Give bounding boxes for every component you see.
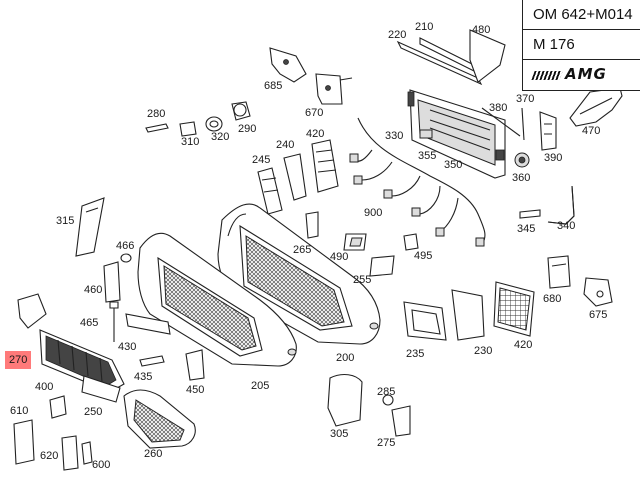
- callout-220[interactable]: 220: [388, 29, 407, 41]
- callout-245[interactable]: 245: [252, 154, 271, 166]
- callout-490[interactable]: 490: [330, 251, 349, 263]
- lower-cover-part[interactable]: [327, 373, 411, 437]
- callout-610[interactable]: 610: [10, 405, 29, 417]
- engine-code: OM 642+M014: [523, 0, 640, 30]
- callout-270-highlighted[interactable]: 270: [5, 351, 32, 369]
- wiring-harness-part[interactable]: [349, 117, 486, 247]
- left-trim-part[interactable]: [75, 197, 105, 257]
- callout-250[interactable]: 250: [84, 406, 103, 418]
- hose-part[interactable]: [519, 185, 575, 225]
- info-box: OM 642+M014 M 176 AMG: [522, 0, 640, 91]
- bumper-cover-part[interactable]: [217, 203, 381, 345]
- callout-350[interactable]: 350: [444, 159, 463, 171]
- callout-280[interactable]: 280: [147, 108, 166, 120]
- callout-235[interactable]: 235: [406, 348, 425, 360]
- reflector-part[interactable]: [125, 313, 171, 367]
- callout-420-lower[interactable]: 420: [514, 339, 533, 351]
- callout-230[interactable]: 230: [474, 345, 493, 357]
- callout-680[interactable]: 680: [543, 293, 562, 305]
- mounting-bracket-part[interactable]: [103, 253, 132, 342]
- callout-320[interactable]: 320: [211, 131, 230, 143]
- callout-275[interactable]: 275: [377, 437, 396, 449]
- callout-670[interactable]: 670: [305, 107, 324, 119]
- fog-housing-part[interactable]: [49, 375, 196, 449]
- model-code: M 176: [523, 30, 640, 60]
- cross-member-part[interactable]: [396, 29, 506, 179]
- callout-260[interactable]: 260: [144, 448, 163, 460]
- trim-piece-part[interactable]: [185, 349, 205, 381]
- callout-360[interactable]: 360: [512, 172, 531, 184]
- callout-255[interactable]: 255: [353, 274, 372, 286]
- callout-685[interactable]: 685: [264, 80, 283, 92]
- callout-305[interactable]: 305: [330, 428, 349, 440]
- callout-240[interactable]: 240: [276, 139, 295, 151]
- callout-470[interactable]: 470: [582, 125, 601, 137]
- callout-345[interactable]: 345: [517, 223, 536, 235]
- support-bracket-part[interactable]: [257, 139, 339, 215]
- callout-460[interactable]: 460: [84, 284, 103, 296]
- grille-frame-part[interactable]: [403, 281, 535, 341]
- callout-290[interactable]: 290: [238, 123, 257, 135]
- callout-600[interactable]: 600: [92, 459, 111, 471]
- callout-265[interactable]: 265: [293, 244, 312, 256]
- bumper-cover-lower-part[interactable]: [137, 232, 297, 367]
- bracket-part[interactable]: [269, 47, 353, 105]
- fastener-group[interactable]: [145, 101, 251, 137]
- callout-330[interactable]: 330: [385, 130, 404, 142]
- logo-stripes-icon: [531, 70, 563, 80]
- callout-400[interactable]: 400: [35, 381, 54, 393]
- callout-205[interactable]: 205: [251, 380, 270, 392]
- callout-390[interactable]: 390: [544, 152, 563, 164]
- callout-380[interactable]: 380: [489, 102, 508, 114]
- callout-340[interactable]: 340: [557, 220, 576, 232]
- callout-355[interactable]: 355: [418, 150, 437, 162]
- clip-part[interactable]: [514, 111, 557, 168]
- callout-450[interactable]: 450: [186, 384, 205, 396]
- callout-435[interactable]: 435: [134, 371, 153, 383]
- callout-200[interactable]: 200: [336, 352, 355, 364]
- callout-370[interactable]: 370: [516, 93, 535, 105]
- callout-620[interactable]: 620: [40, 450, 59, 462]
- side-bracket-part[interactable]: [569, 87, 623, 127]
- callout-466[interactable]: 466: [116, 240, 135, 252]
- callout-285[interactable]: 285: [377, 386, 396, 398]
- cover-plate-part[interactable]: [13, 419, 93, 471]
- callout-675[interactable]: 675: [589, 309, 608, 321]
- sensor-holder-part[interactable]: [305, 211, 419, 277]
- right-bracket-part[interactable]: [547, 255, 613, 307]
- callout-210[interactable]: 210: [415, 21, 434, 33]
- amg-logo-icon: AMG: [523, 60, 640, 89]
- callout-465[interactable]: 465: [80, 317, 99, 329]
- callout-900[interactable]: 900: [364, 207, 383, 219]
- callout-495[interactable]: 495: [414, 250, 433, 262]
- callout-310[interactable]: 310: [181, 136, 200, 148]
- callout-315[interactable]: 315: [56, 215, 75, 227]
- callout-430[interactable]: 430: [118, 341, 137, 353]
- logo-text: AMG: [565, 65, 607, 83]
- lower-grille-part[interactable]: [17, 293, 125, 393]
- callout-480[interactable]: 480: [472, 24, 491, 36]
- rod-part[interactable]: [481, 107, 525, 141]
- callout-420-upper[interactable]: 420: [306, 128, 325, 140]
